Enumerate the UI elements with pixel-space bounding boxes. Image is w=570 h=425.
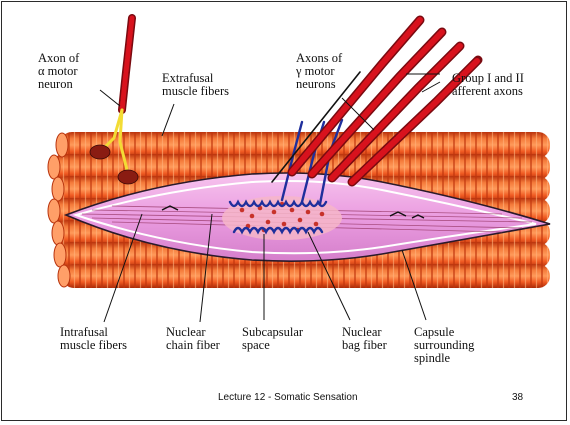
muscle-spindle-diagram (2, 2, 567, 421)
label-afferent-axons: Group I and II afferent axons (452, 72, 524, 98)
label-capsule: Capsule surrounding spindle (414, 326, 474, 365)
label-subcapsular: Subcapsular space (242, 326, 303, 352)
footer-title: Lecture 12 - Somatic Sensation (218, 392, 358, 403)
label-gamma-axons: Axons of γ motor neurons (296, 52, 342, 91)
label-extrafusal: Extrafusal muscle fibers (162, 72, 229, 98)
label-alpha-axon: Axon of α motor neuron (38, 52, 79, 91)
label-nuclear-bag: Nuclear bag fiber (342, 326, 387, 352)
label-intrafusal: Intrafusal muscle fibers (60, 326, 127, 352)
label-nuclear-chain: Nuclear chain fiber (166, 326, 220, 352)
page-number: 38 (512, 392, 523, 403)
